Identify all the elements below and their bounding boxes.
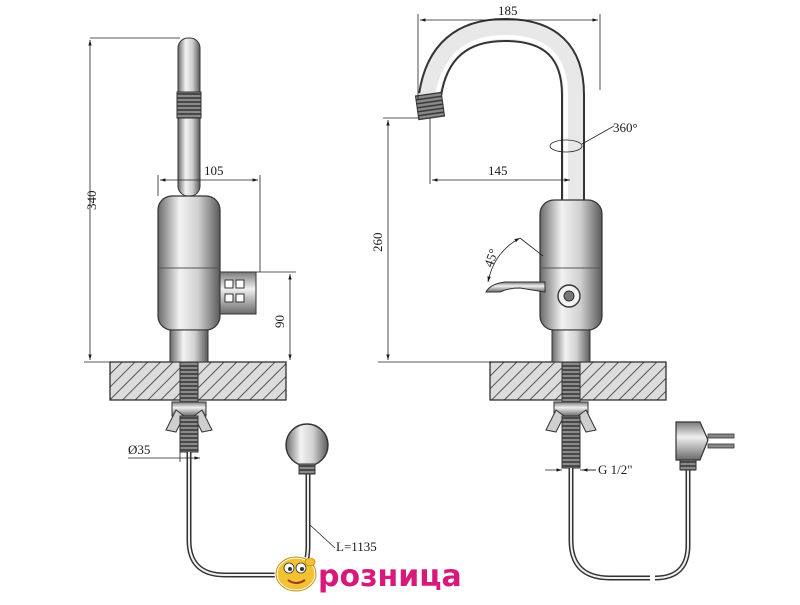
front-plug (285, 423, 329, 467)
dim-body-height: 90 (272, 315, 287, 328)
dim-spout-reach-outer: 185 (498, 3, 518, 18)
side-view: 185 145 260 360° 45° G 1/2" (370, 3, 735, 581)
dim-swivel-angle: 360° (613, 120, 638, 135)
front-heater-body (157, 195, 221, 331)
side-wing-nut (545, 401, 597, 433)
dim-spout-height: 260 (370, 233, 385, 253)
dim-cable-length: L=1135 (336, 539, 377, 554)
dim-thread-size: G 1/2" (598, 462, 633, 477)
dim-hole-diameter: Ø35 (128, 442, 150, 457)
front-view: 340 105 90 Ø35 L=1135 (84, 37, 377, 578)
side-hose (568, 468, 650, 581)
side-power-cable (654, 468, 691, 581)
rozniza-logo: розница (274, 555, 464, 596)
front-aerator (176, 91, 202, 119)
side-aerator (414, 91, 446, 121)
dim-spout-reach-inner: 145 (488, 163, 508, 178)
dim-height-total: 340 (84, 191, 99, 211)
dim-body-width: 105 (204, 163, 224, 178)
mascot-icon (274, 555, 318, 593)
side-heater-body (539, 199, 603, 331)
front-base-collar (169, 329, 209, 363)
front-threaded-shank (179, 361, 199, 403)
side-plug (675, 421, 735, 471)
dim-lever-angle: 45° (481, 247, 501, 269)
front-indicator-panel (219, 271, 257, 315)
logo-text: розница (318, 559, 462, 594)
side-lever-handle (485, 281, 546, 293)
front-hose (186, 452, 280, 578)
